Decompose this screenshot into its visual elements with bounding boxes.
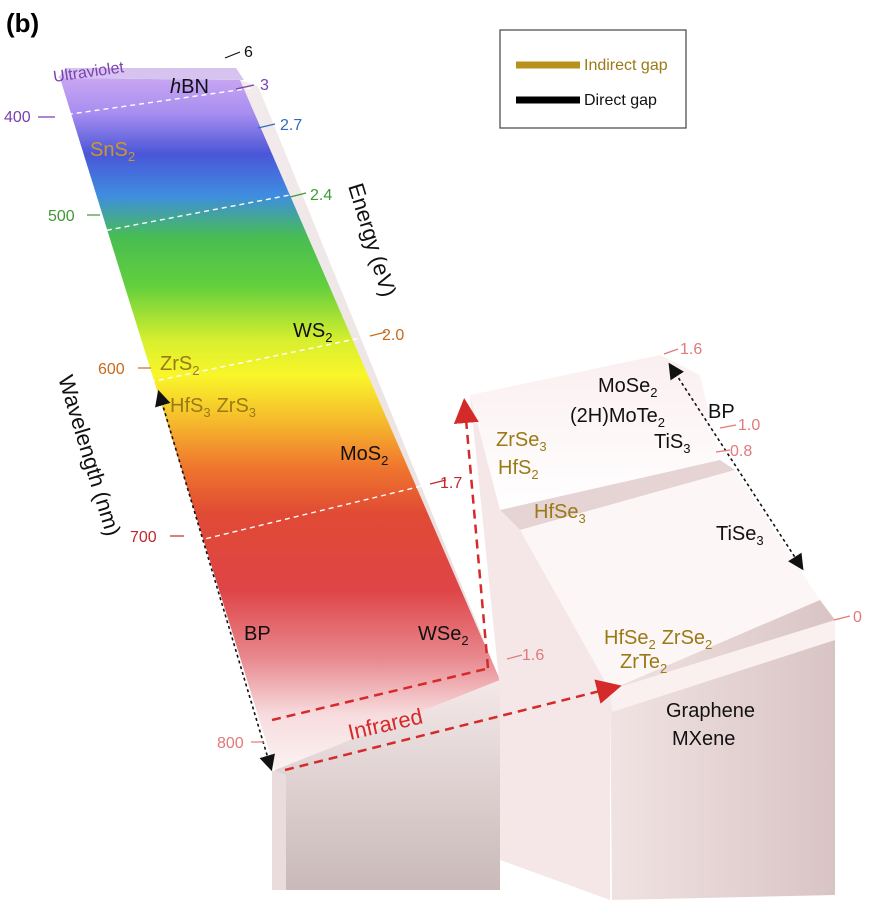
label-hfs2: HfS2	[498, 457, 539, 482]
label-bp-left: BP	[244, 623, 271, 645]
wl-tick-400: 400	[4, 109, 31, 126]
label-tise3: TiSe3	[716, 523, 764, 548]
r-tick-0: 0	[853, 609, 862, 626]
label-zrse3: ZrSe3	[496, 429, 547, 454]
label-ws2: WS2	[293, 320, 332, 345]
wl-tick-700: 700	[130, 529, 157, 546]
e-tick-6: 6	[244, 44, 253, 61]
e-tick-1-7: 1.7	[440, 475, 462, 492]
label-graphene: Graphene	[666, 700, 755, 722]
legend-label-direct: Direct gap	[584, 92, 657, 109]
infrared-arrows	[271, 398, 622, 772]
label-mote2: (2H)MoTe2	[570, 405, 665, 430]
energy-ticks: 6 3 2.7 2.4 2.0 1.7 1.6	[224, 44, 544, 664]
block-top-upper	[470, 355, 720, 510]
label-zrs2: ZrS2	[160, 353, 199, 378]
stepped-block	[470, 355, 835, 900]
wavelength-axis-title: Wavelength (nm)	[53, 372, 126, 539]
label-hfse3: HfSe3	[534, 501, 586, 526]
energy-axis-title: Energy (eV)	[343, 180, 401, 300]
block-ticks: 1.6 1.0 0.8 0	[663, 341, 862, 626]
label-mxene: MXene	[672, 728, 735, 750]
label-tis3: TiS3	[654, 431, 691, 456]
label-bp-right: BP	[708, 401, 735, 423]
legend-label-indirect: Indirect gap	[584, 57, 668, 74]
spectrum-bar-front	[60, 78, 500, 770]
wavelength-ticks: 400 500 600 700 800	[4, 109, 264, 752]
e-tick-2-0: 2.0	[382, 327, 404, 344]
e-tick-2-7: 2.7	[280, 117, 302, 134]
r-tick-1-6: 1.6	[680, 341, 702, 358]
label-zrte2: ZrTe2	[620, 651, 667, 676]
wl-tick-500: 500	[48, 208, 75, 225]
spectrum-bar	[49, 68, 500, 890]
e-tick-3: 3	[260, 77, 269, 94]
label-wse2: WSe2	[418, 623, 469, 648]
r-tick-1-0: 1.0	[738, 417, 760, 434]
spectrum-bar-top	[58, 68, 244, 80]
wl-tick-600: 600	[98, 361, 125, 378]
panel-label: (b)	[6, 8, 39, 38]
block-left-face	[470, 395, 610, 900]
e-tick-1-6-bottom: 1.6	[522, 647, 544, 664]
spectrum-bar-base	[275, 680, 500, 890]
legend-box	[499, 29, 687, 129]
label-mose2: MoSe2	[598, 375, 657, 400]
left-range-arrow	[155, 389, 275, 772]
r-tick-0-8: 0.8	[730, 443, 752, 460]
wl-tick-800: 800	[217, 735, 244, 752]
label-hbn: hBN	[170, 76, 209, 98]
legend: Indirect gap Direct gap	[499, 29, 687, 129]
e-tick-2-4: 2.4	[310, 187, 332, 204]
label-sns2: SnS2	[90, 139, 135, 164]
label-mos2: MoS2	[340, 443, 388, 468]
